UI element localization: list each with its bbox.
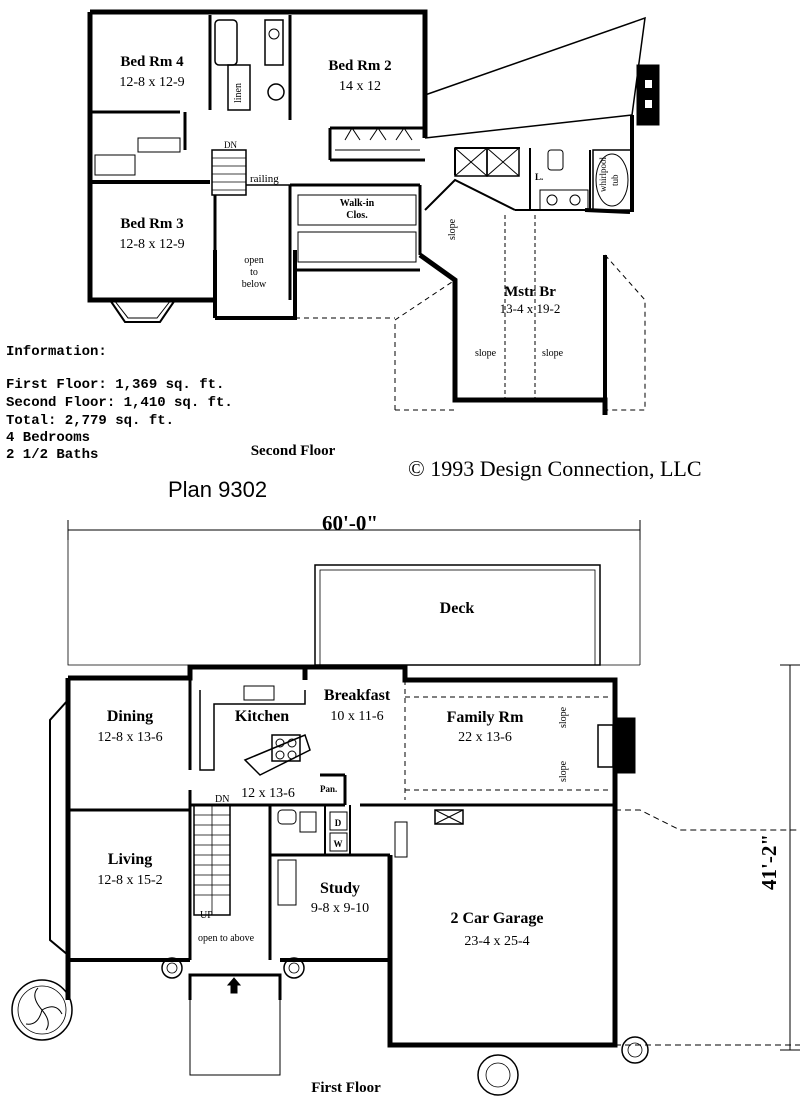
- room-size: 23-4 x 25-4: [464, 934, 529, 949]
- info-heading: Information:: [6, 344, 107, 360]
- room-name: Kitchen: [235, 708, 289, 725]
- room-kitchen: Kitchen 12 x 13-6: [235, 708, 295, 801]
- linen-closet-l-label: L.: [535, 172, 543, 182]
- room-size: 12-8 x 15-2: [97, 873, 162, 888]
- depth-dimension: 41'-2": [757, 834, 781, 890]
- slope-label: slope: [542, 348, 564, 359]
- room-breakfast: Breakfast 10 x 11-6: [324, 687, 391, 724]
- stair-up-label: UP: [200, 910, 213, 921]
- washer-label: W: [334, 839, 343, 849]
- width-dimension: 60'-0": [322, 511, 378, 535]
- slope-label: slope: [558, 706, 569, 728]
- room-living: Living 12-8 x 15-2: [97, 851, 162, 888]
- room-bed-rm-3: Bed Rm 3 12-8 x 12-9: [119, 216, 184, 252]
- room-name: Dining: [107, 708, 153, 725]
- closet-label: Clos.: [346, 210, 368, 221]
- info-first-floor: First Floor: 1,369 sq. ft.: [6, 377, 224, 393]
- railing-label: railing: [250, 173, 279, 185]
- walk-in-label: Walk-in: [340, 198, 375, 209]
- open-below-label-3: below: [242, 279, 267, 290]
- room-name: Bed Rm 2: [328, 58, 391, 74]
- second-floor-plan: [87, 9, 660, 415]
- room-size: 14 x 12: [339, 79, 381, 94]
- dryer-label: D: [335, 818, 342, 828]
- room-2-car-garage: 2 Car Garage 23-4 x 25-4: [450, 910, 543, 949]
- open-below-label-2: to: [250, 267, 258, 278]
- second-floor-caption: Second Floor: [251, 443, 336, 459]
- first-floor-plan: [11, 520, 800, 1096]
- whirlpool-label: whirlpool: [598, 157, 608, 192]
- plan-title: Plan 9302: [168, 477, 267, 502]
- info-block: Information: First Floor: 1,369 sq. ft. …: [6, 344, 233, 463]
- first-floor-caption: First Floor: [311, 1080, 381, 1096]
- linen-label: linen: [233, 83, 244, 103]
- room-deck: Deck: [440, 600, 475, 617]
- room-size: 10 x 11-6: [330, 709, 383, 724]
- slope-label: slope: [447, 218, 458, 240]
- stair-dn-label: DN: [215, 794, 229, 805]
- room-size: 12 x 13-6: [241, 786, 295, 801]
- room-bed-rm-4: Bed Rm 4 12-8 x 12-9: [119, 54, 184, 90]
- room-name: Mstr Br: [504, 284, 556, 300]
- info-second-floor: Second Floor: 1,410 sq. ft.: [6, 395, 233, 411]
- slope-label: slope: [475, 348, 497, 359]
- room-study: Study 9-8 x 9-10: [311, 880, 369, 916]
- room-name: Breakfast: [324, 687, 391, 704]
- info-bedrooms: 4 Bedrooms: [6, 430, 90, 446]
- room-name: Bed Rm 4: [120, 54, 184, 70]
- room-mstr-br: Mstr Br 13-4 x 19-2: [500, 284, 561, 316]
- tub-label: tub: [610, 174, 620, 186]
- stair-dn-label: DN: [224, 140, 237, 150]
- open-to-above-label: open to above: [198, 933, 255, 944]
- pantry-label: Pan.: [320, 784, 337, 794]
- room-name: 2 Car Garage: [450, 910, 543, 927]
- room-size: 13-4 x 19-2: [500, 301, 561, 316]
- room-bed-rm-2: Bed Rm 2 14 x 12: [328, 58, 391, 94]
- info-baths: 2 1/2 Baths: [6, 447, 98, 463]
- room-size: 12-8 x 12-9: [119, 75, 184, 90]
- open-below-label-1: open: [244, 255, 263, 266]
- slope-label: slope: [558, 760, 569, 782]
- room-name: Family Rm: [447, 709, 525, 726]
- room-name: Deck: [440, 600, 475, 617]
- room-name: Living: [108, 851, 152, 868]
- copyright-notice: © 1993 Design Connection, LLC: [408, 456, 702, 481]
- room-dining: Dining 12-8 x 13-6: [97, 708, 162, 745]
- room-size: 22 x 13-6: [458, 730, 512, 745]
- room-size: 12-8 x 13-6: [97, 730, 162, 745]
- info-total: Total: 2,779 sq. ft.: [6, 413, 174, 429]
- room-family-rm: Family Rm 22 x 13-6: [447, 709, 525, 745]
- room-size: 9-8 x 9-10: [311, 901, 369, 916]
- room-name: Study: [320, 880, 360, 897]
- room-size: 12-8 x 12-9: [119, 237, 184, 252]
- room-name: Bed Rm 3: [120, 216, 183, 232]
